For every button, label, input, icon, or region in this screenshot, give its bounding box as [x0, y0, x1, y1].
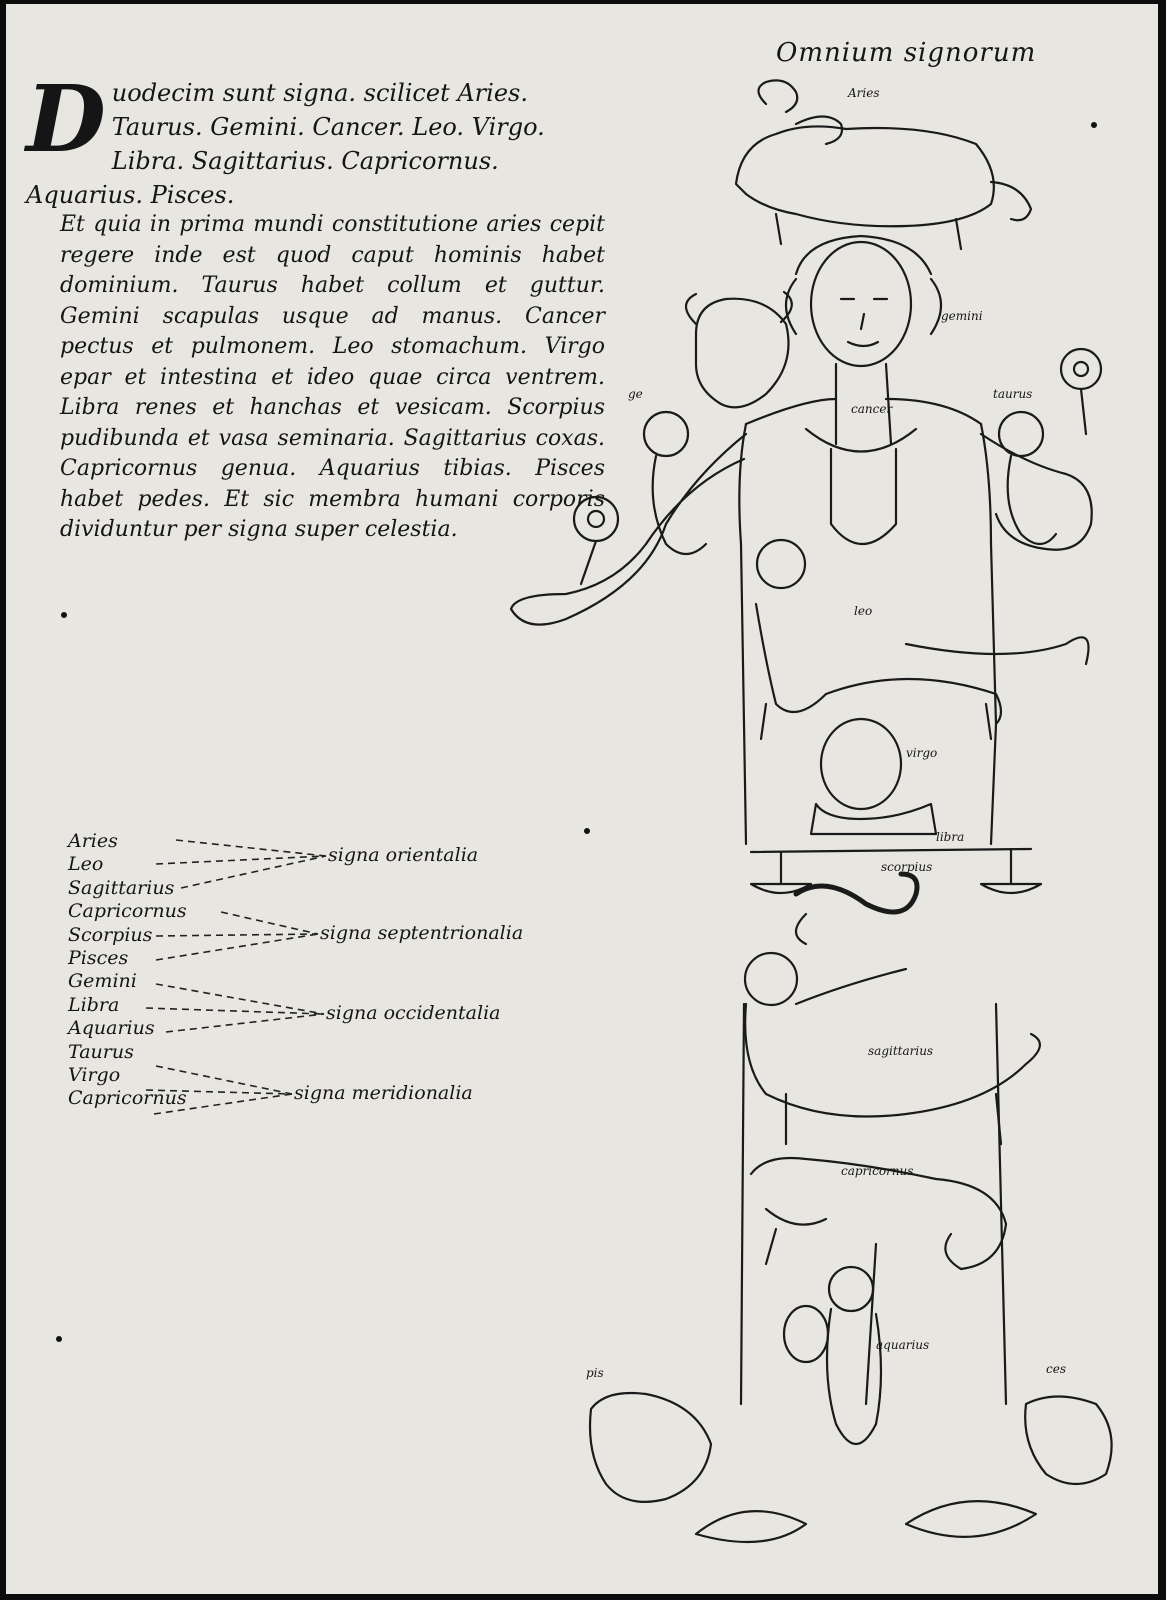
label-scorpio: scorpius: [881, 860, 933, 874]
head-drawing: [784, 234, 943, 368]
sign-entry: Capricornus: [68, 900, 187, 923]
sign-entry: Aries: [68, 830, 118, 852]
label-libra: libra: [936, 830, 965, 844]
body-paragraph: Et quia in prima mundi constitutione ari…: [60, 212, 605, 542]
pisces-fish-drawing: [588, 1391, 1113, 1544]
intro-text: uodecim sunt signa. scilicet Aries. Taur…: [26, 79, 545, 209]
label-aquarius: aquarius: [876, 1338, 930, 1352]
sign-entry: Virgo: [68, 1063, 121, 1086]
region-label-occidentalia: signa occidentalia: [326, 1002, 501, 1024]
sign-entry: Leo: [68, 853, 104, 876]
region-label-meridionalia: signa meridionalia: [294, 1082, 473, 1104]
region-label-septentrionalia: signa septentrionalia: [320, 922, 524, 944]
label-taurus: taurus: [993, 387, 1033, 401]
sign-entry: Scorpius: [68, 923, 153, 946]
manuscript-page: Omnium signorum D uodecim sunt signa. sc…: [6, 4, 1158, 1594]
label-pisces-right: ces: [1046, 1362, 1066, 1376]
region-label-orientalia: signa orientalia: [328, 844, 479, 866]
label-pisces-left: pis: [586, 1366, 604, 1380]
illuminated-initial: D: [26, 65, 106, 173]
libra-scales-drawing: [749, 847, 1043, 894]
aquarius-drawing: [782, 1265, 883, 1445]
sign-entry: Sagittarius: [68, 876, 175, 899]
leo-lion-drawing: [754, 538, 1090, 741]
zodiac-man-illustration: [509, 79, 1113, 1544]
sign-entry: Taurus: [68, 1040, 134, 1063]
label-aries: Aries: [848, 86, 880, 100]
ink-speck: [61, 612, 67, 618]
page-heading: Omnium signorum: [776, 38, 1037, 68]
capricornus-drawing: [749, 1156, 1008, 1271]
ink-speck: [56, 1336, 62, 1342]
ink-speck: [1091, 122, 1097, 128]
aries-ram-drawing: [734, 79, 1033, 251]
label-gemini-left: ge: [628, 387, 643, 401]
label-leo: leo: [854, 604, 873, 618]
label-virgo: virgo: [906, 746, 938, 760]
label-capricornus: capricornus: [841, 1164, 914, 1178]
sign-entry: Capricornus: [68, 1087, 187, 1110]
ink-speck: [584, 828, 590, 834]
sign-entry: Aquarius: [68, 1017, 155, 1040]
connector-lines: [145, 839, 327, 1115]
scorpio-drawing: [793, 871, 920, 946]
label-sagittarius: sagittarius: [868, 1044, 934, 1058]
virgo-bust-drawing: [809, 717, 938, 836]
sign-entry: Pisces: [68, 946, 129, 969]
taurus-bull-drawing: [684, 290, 793, 409]
signs-list: Aries Leo Sagittarius Capricornus Scorpi…: [68, 830, 187, 1111]
sign-entry: Gemini: [68, 970, 137, 993]
label-gemini-right: gemini: [941, 309, 983, 323]
intro-paragraph: D uodecim sunt signa. scilicet Aries. Ta…: [26, 65, 586, 212]
label-cancer: cancer: [851, 402, 893, 416]
sign-entry: Libra: [68, 993, 120, 1016]
